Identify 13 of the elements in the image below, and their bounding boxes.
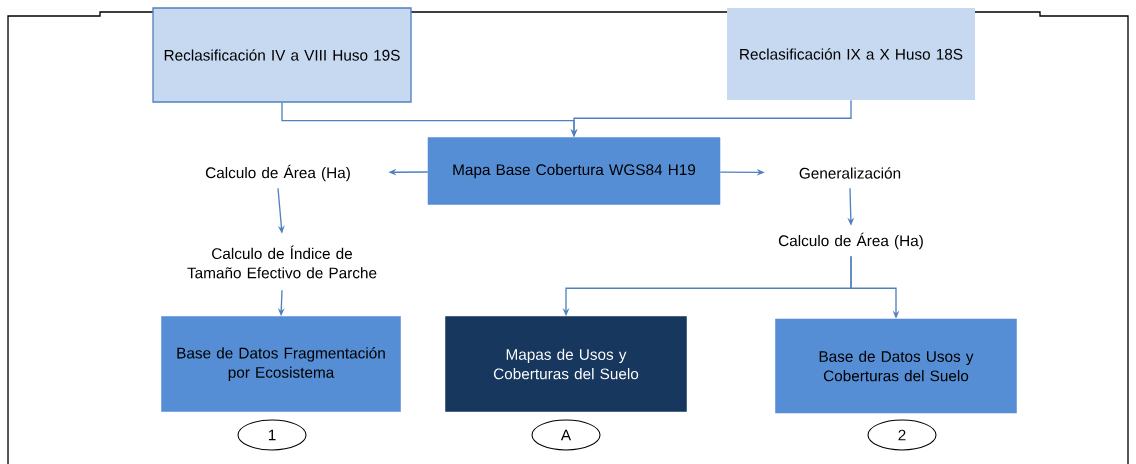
step-label: Calculo de Índice de Tamaño Efectivo de Parche (187, 245, 377, 279)
callout-oval: 2 (867, 419, 937, 451)
process-box: Base de Datos Usos y Coberturas del Suelo (775, 318, 1017, 414)
process-box: Mapa Base Cobertura WGS84 H19 (427, 137, 721, 205)
process-box: Reclasificación IV a VIII Huso 19S (152, 7, 412, 103)
callout-oval: 1 (237, 419, 307, 451)
process-box: Mapas de Usos y Coberturas del Suelo (445, 316, 687, 412)
step-label: Calculo de Área (Ha) (205, 164, 350, 182)
step-label: Generalización (799, 167, 901, 179)
process-box: Base de Datos Fragmentación por Ecosistema (161, 316, 401, 412)
process-box: Reclasificación IX a X Huso 18S (727, 8, 975, 100)
step-label: Calculo de Área (Ha) (778, 232, 923, 250)
callout-oval: A (531, 419, 601, 451)
